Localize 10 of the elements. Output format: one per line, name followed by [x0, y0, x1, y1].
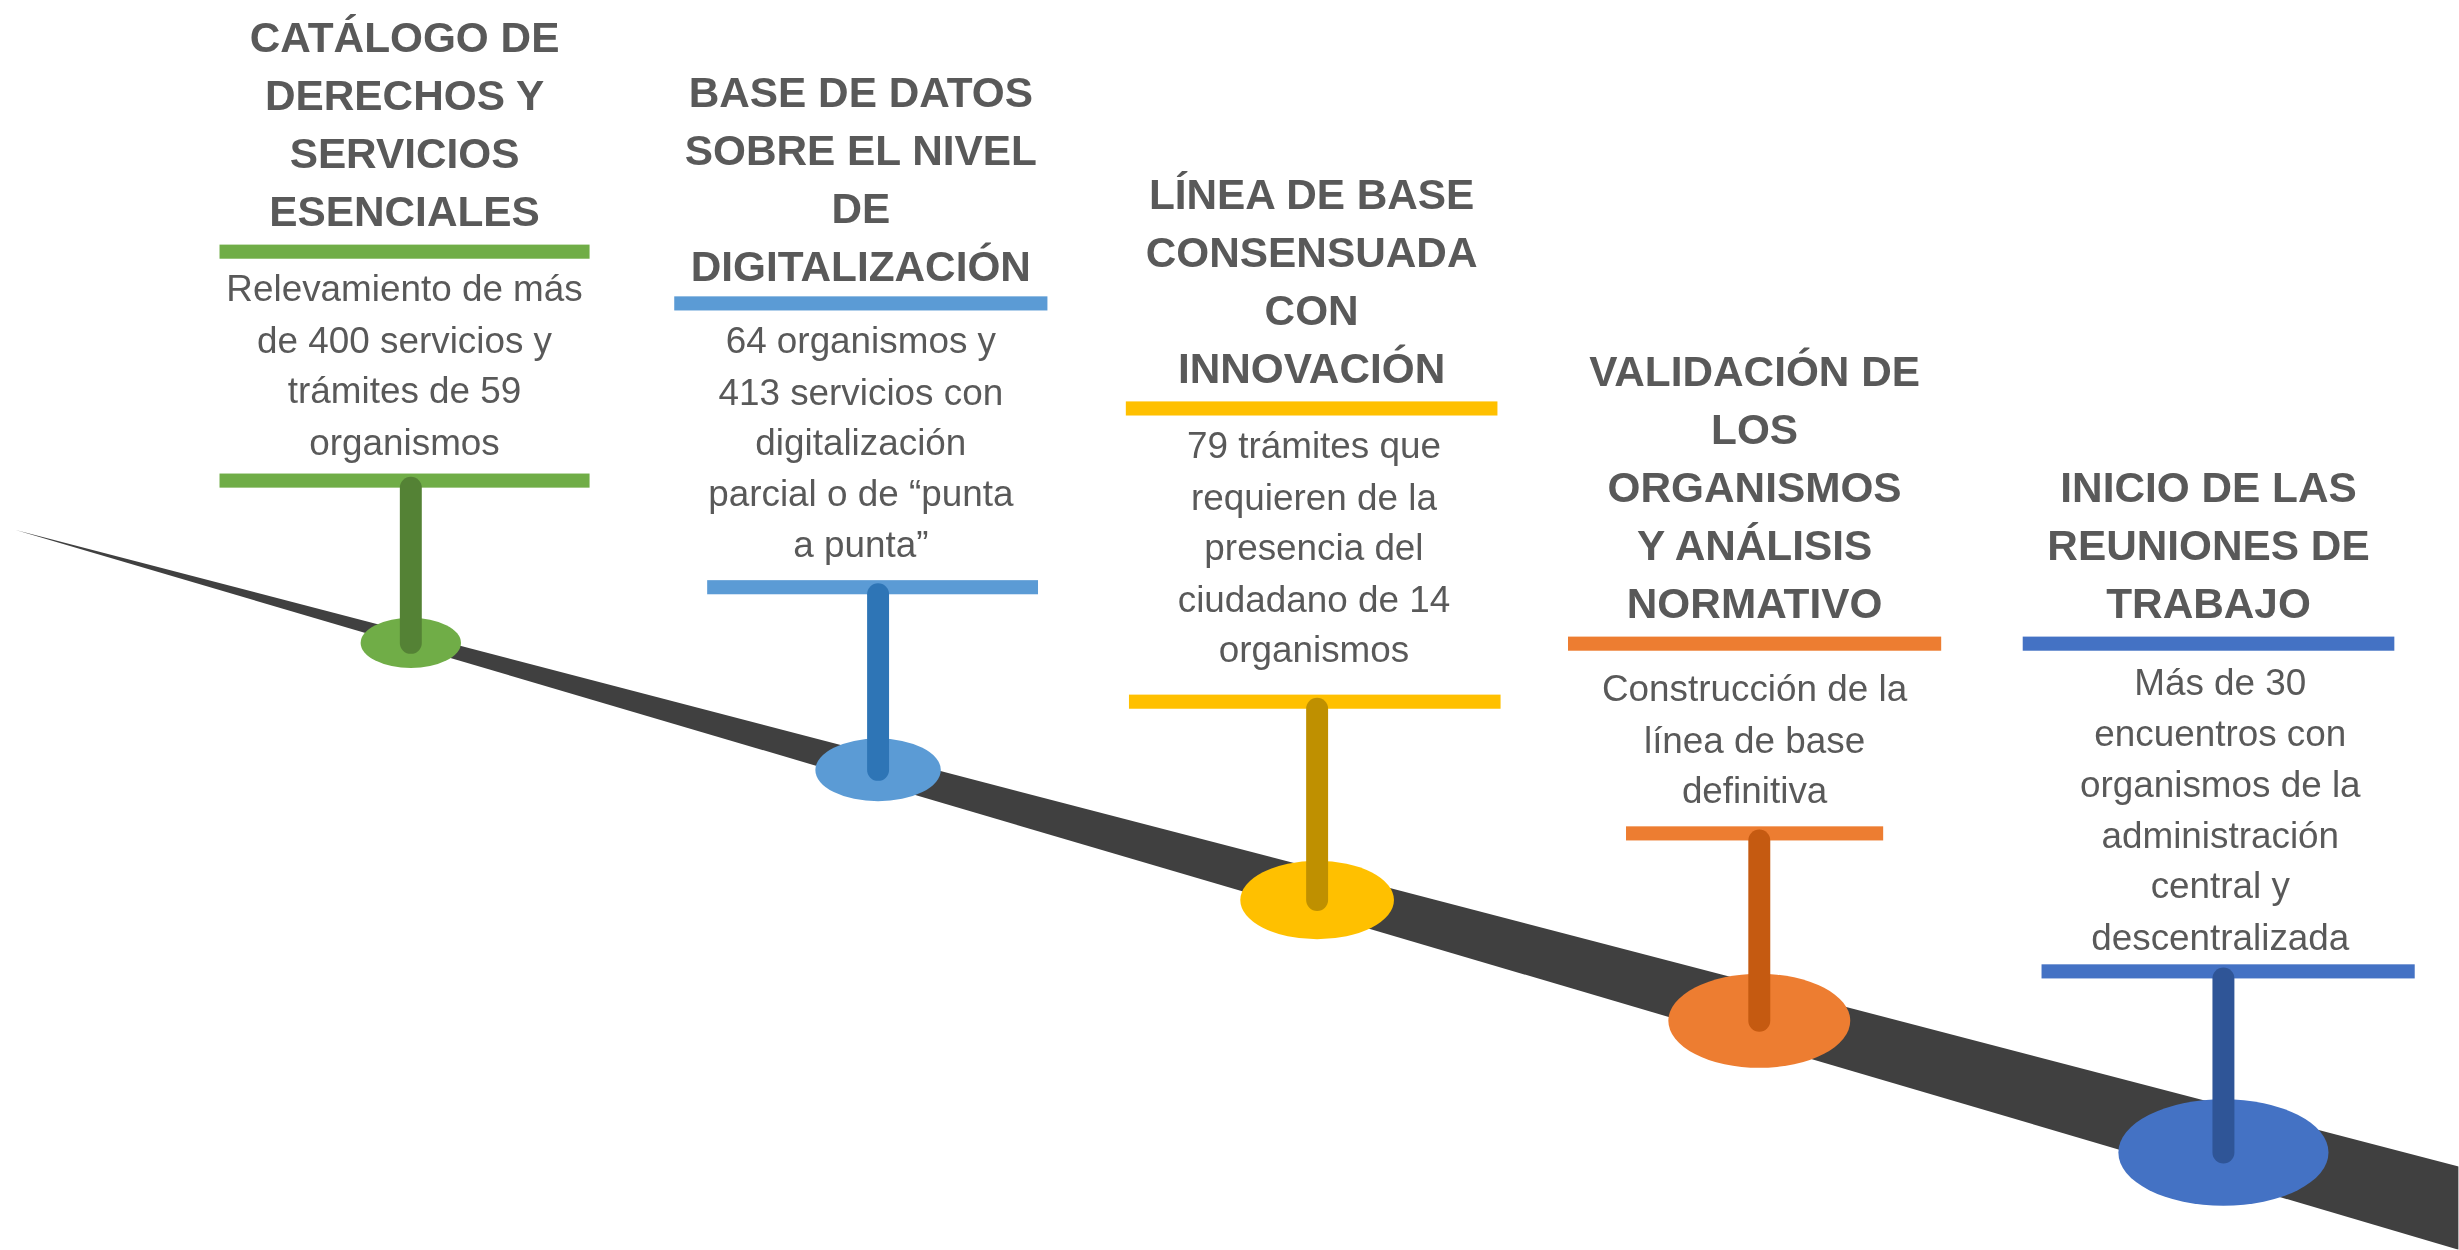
milestone-title: LÍNEA DE BASE CONSENSUADA CON INNOVACIÓN: [1125, 166, 1498, 416]
milestone-description: 64 organismos y 413 servicios con digitalización parcial o de “punta a punta”: [707, 318, 1015, 567]
milestone-description: Construcción de la línea de base definitiva: [1601, 666, 1909, 813]
milestone-title: VALIDACIÓN DE LOS ORGANISMOS Y ANÁLISIS NORMATIVO: [1568, 343, 1942, 651]
milestone-title: BASE DE DATOS SOBRE EL NIVEL DE DIGITALIZACIÓN: [674, 64, 1048, 311]
milestone-description: Más de 30 encuentros con organismos de la administración central y descentralizada: [2079, 660, 2362, 960]
milestone-title: INICIO DE LAS REUNIONES DE TRABAJO: [2022, 459, 2395, 651]
milestone-description: Relevamiento de más de 400 servicios y trámites de 59 organismos: [225, 267, 584, 465]
milestone-description: 79 trámites que requieren de la presencia del ciudadano de 14 organismos: [1176, 423, 1452, 672]
milestone-title: CATÁLOGO DE DERECHOS Y SERVICIOS ESENCIALES: [219, 9, 590, 259]
